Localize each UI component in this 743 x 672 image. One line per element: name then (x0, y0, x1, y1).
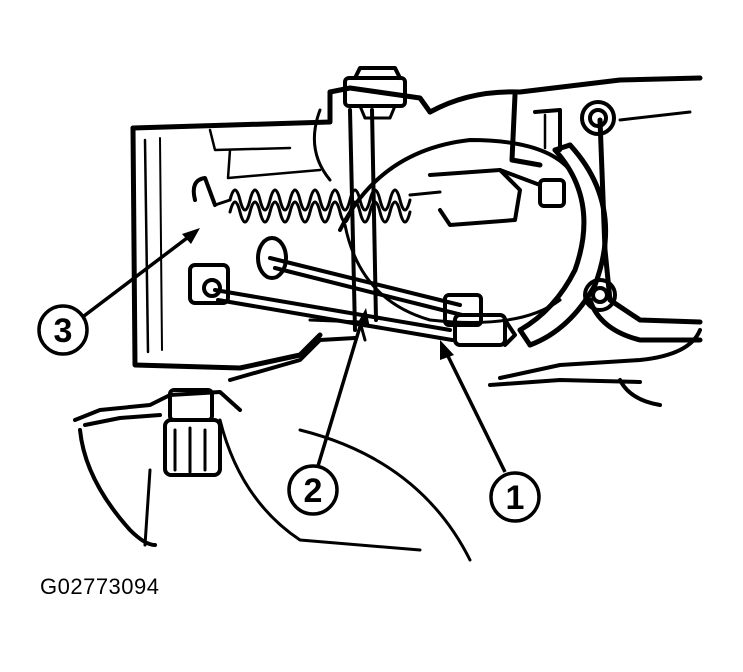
callout-3: 3 (37, 228, 200, 356)
callout-2: 2 (287, 308, 370, 516)
callout-1-label: 1 (506, 479, 525, 517)
figure-code: G02773094 (40, 574, 160, 599)
drum-arc (218, 138, 572, 562)
callout-2-label: 2 (304, 472, 323, 510)
callout-3-label: 3 (54, 312, 73, 350)
frame-edge (488, 328, 702, 407)
adjuster-rod (213, 256, 464, 342)
rod-end-left (188, 236, 288, 305)
rod-end-right (443, 293, 517, 347)
callout-1: 1 (440, 340, 541, 523)
lower-bolt (163, 388, 222, 477)
top-bolt (343, 66, 407, 120)
backing-plate (130, 85, 433, 371)
frame-bolt-upper (580, 100, 616, 136)
lower-bracket (73, 318, 367, 547)
lever-bracket (428, 168, 566, 227)
frame-housing (427, 75, 703, 343)
spring (191, 176, 442, 224)
frame-bolt-lower (583, 278, 617, 312)
